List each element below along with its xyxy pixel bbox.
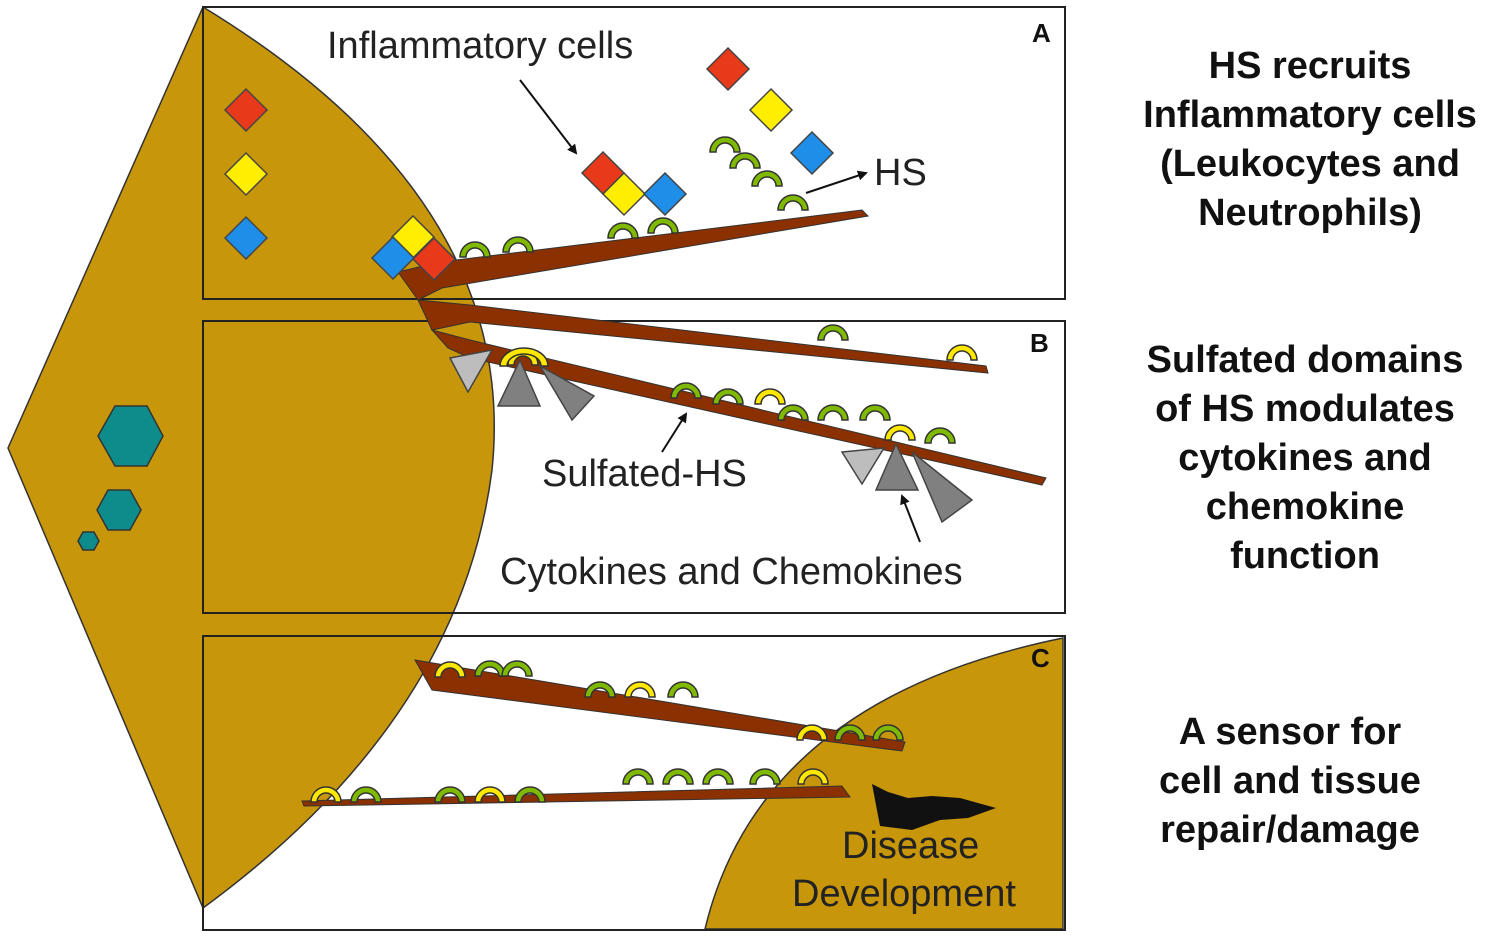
cytokine-triangles-base [448, 348, 596, 422]
arrow-hs [805, 170, 868, 194]
label-disease: Disease [842, 825, 979, 867]
panel-letter-b: B [1030, 328, 1049, 358]
panel-letter-a: A [1032, 18, 1051, 48]
intracellular-receptors [224, 88, 268, 260]
sulfated-hs-base [499, 347, 549, 367]
panel-a-description: HS recruits Inflammatory cells (Leukocyt… [1143, 45, 1477, 234]
label-cytokines-chemokines: Cytokines and Chemokines [500, 551, 963, 593]
vesicle-hexagon-medium [96, 489, 142, 531]
arrow-sulfated-hs [661, 412, 688, 453]
label-inflammatory-cells: Inflammatory cells [327, 25, 633, 67]
arrow-cytokines [900, 494, 921, 543]
panel-b-description: Sulfated domains of HS modulates cytokin… [1146, 339, 1464, 577]
panel-letter-c: C [1031, 643, 1050, 673]
arrow-inflammatory-cells [519, 79, 578, 155]
label-hs: HS [874, 152, 927, 194]
label-sulfated-hs: Sulfated-HS [542, 453, 747, 495]
vesicle-hexagon-large [97, 405, 164, 467]
hs-chain-c-upper [414, 659, 906, 752]
vesicle-hexagon-small [77, 531, 100, 551]
hs-chain-b-lower [430, 329, 1047, 486]
cytokine-triangles-right [840, 442, 974, 524]
label-development: Development [792, 873, 1016, 915]
panel-c-description: A sensor for cell and tissue repair/dama… [1159, 711, 1421, 851]
damage-shape [872, 784, 996, 830]
main-cell [7, 5, 496, 910]
second-cell [704, 637, 1064, 930]
